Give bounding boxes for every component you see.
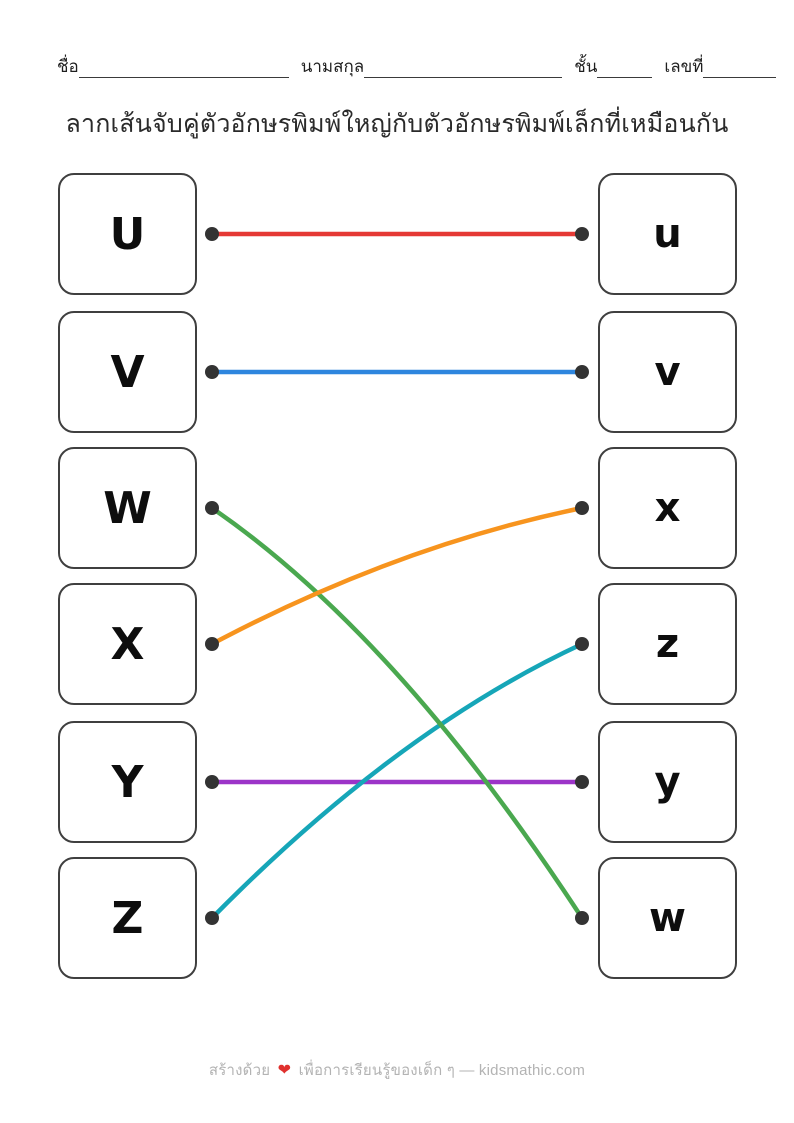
letter-label: W (103, 482, 152, 534)
letter-card-left-X: X (58, 583, 197, 705)
connection-dot (575, 501, 589, 515)
letter-label: X (110, 618, 145, 670)
connection-dot (205, 775, 219, 789)
letter-card-left-Y: Y (58, 721, 197, 843)
connection-line-W-w (209, 505, 585, 921)
letter-label: U (109, 208, 146, 260)
letter-card-left-V: V (58, 311, 197, 433)
connection-dot (205, 911, 219, 925)
footer-text-after: เพื่อการเรียนรู้ของเด็ก ๆ — kidsmathic.c… (298, 1062, 586, 1079)
footer: สร้างด้วย ❤ เพื่อการเรียนรู้ของเด็ก ๆ — … (0, 1058, 794, 1082)
worksheet-title: ลากเส้นจับคู่ตัวอักษรพิมพ์ใหญ่กับตัวอักษ… (65, 110, 729, 138)
field-blank-line (78, 58, 289, 78)
letter-label: u (653, 211, 682, 257)
connection-dot (575, 911, 589, 925)
letter-label: z (655, 621, 680, 667)
letter-card-right-z: z (598, 583, 737, 705)
connection-dot (575, 227, 589, 241)
letter-card-right-y: y (598, 721, 737, 843)
letter-label: y (654, 759, 681, 805)
connection-dot (205, 227, 219, 241)
header-field-3: เลขที่ (664, 56, 777, 78)
letter-card-right-v: v (598, 311, 737, 433)
connection-dot (205, 501, 219, 515)
connection-dot (575, 637, 589, 651)
connection-dot (575, 775, 589, 789)
letter-label: v (654, 349, 681, 395)
field-label: เลขที่ (664, 57, 704, 76)
connection-line-X-x (209, 505, 585, 647)
letter-label: w (649, 895, 686, 941)
letter-card-right-x: x (598, 447, 737, 569)
letter-card-right-u: u (598, 173, 737, 295)
letter-label: x (654, 485, 681, 531)
field-label: ชั้น (574, 57, 598, 76)
field-blank-line (703, 58, 777, 78)
connection-dot (205, 637, 219, 651)
letter-card-left-Z: Z (58, 857, 197, 979)
connection-line-Z-z (209, 641, 585, 921)
letter-label: Z (111, 892, 144, 944)
field-label: นามสกุล (300, 57, 365, 76)
header-field-0: ชื่อ (57, 56, 289, 78)
connection-dot (205, 365, 219, 379)
footer-text-before: สร้างด้วย (208, 1062, 271, 1079)
letter-card-left-W: W (58, 447, 197, 569)
letter-card-right-w: w (598, 857, 737, 979)
field-label: ชื่อ (57, 57, 79, 76)
header-field-1: นามสกุล (300, 56, 563, 78)
header: ชื่อ นามสกุล ชั้น เลขที่ (57, 56, 780, 78)
letter-card-left-U: U (58, 173, 197, 295)
letter-label: V (110, 346, 145, 398)
letter-label: Y (111, 756, 144, 808)
field-blank-line (364, 58, 563, 78)
header-field-2: ชั้น (574, 56, 653, 78)
connection-dot (575, 365, 589, 379)
field-blank-line (597, 58, 653, 78)
heart-icon: ❤ (277, 1062, 292, 1079)
